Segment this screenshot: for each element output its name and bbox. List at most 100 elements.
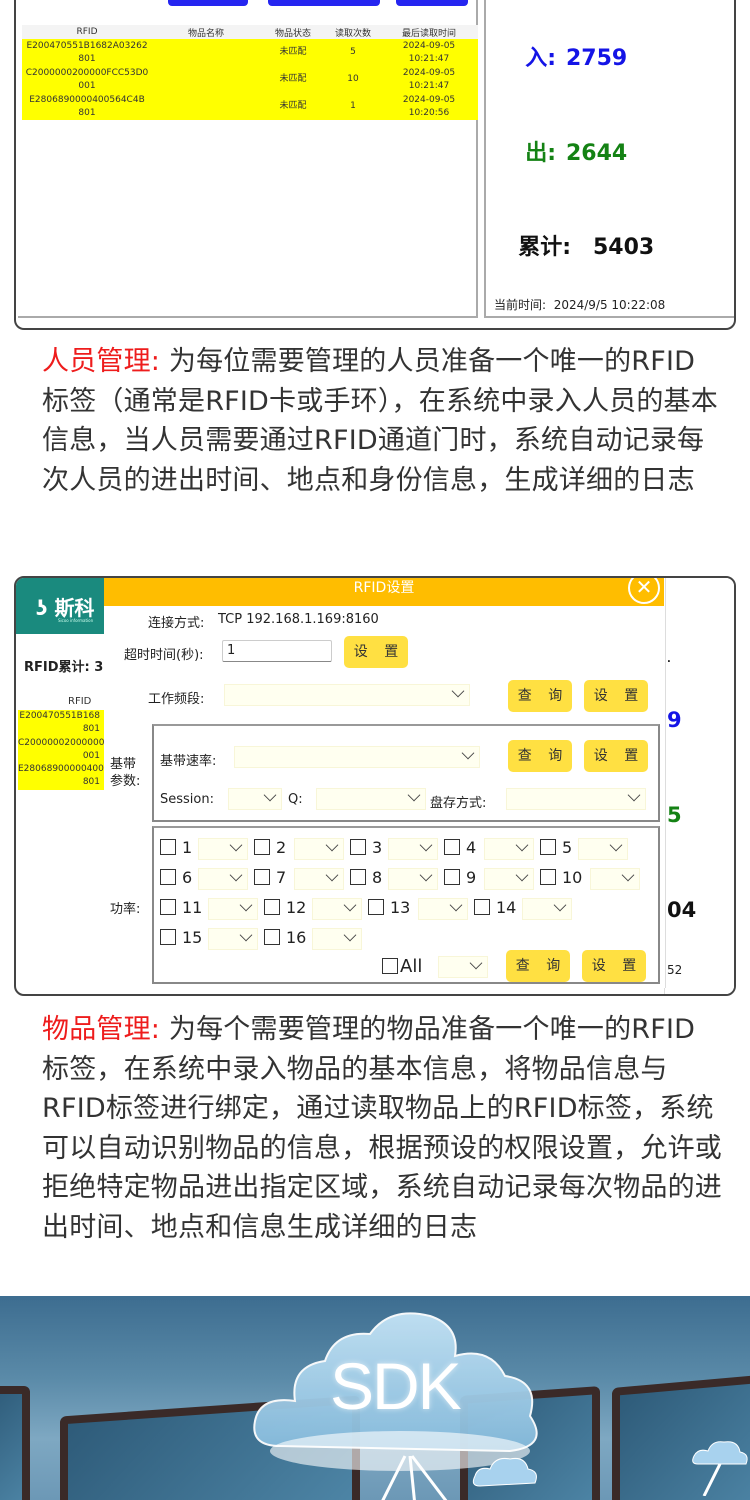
col-header-item-name[interactable]: 物品名称 bbox=[152, 25, 260, 39]
antenna-5-checkbox[interactable]: 5 bbox=[540, 838, 572, 857]
antenna-13-power-select[interactable] bbox=[418, 898, 468, 920]
antenna-all-checkbox[interactable]: All bbox=[382, 956, 422, 977]
rfid-settings-button[interactable]: RFID设置 bbox=[168, 0, 248, 6]
checkbox-icon bbox=[540, 839, 556, 855]
people-management-heading: 人员管理: bbox=[42, 346, 161, 377]
dialog-title: RFID设置 bbox=[353, 580, 415, 596]
chevron-down-icon bbox=[263, 788, 277, 802]
rfid-row-text: E28068900000400 bbox=[18, 764, 104, 775]
antenna-7-power-select[interactable] bbox=[294, 868, 344, 890]
antenna-1-power-select[interactable] bbox=[198, 838, 248, 860]
checkbox-icon bbox=[264, 929, 280, 945]
baseband-query-button[interactable]: 查 询 bbox=[508, 740, 572, 772]
antenna-2-checkbox[interactable]: 2 bbox=[254, 838, 286, 857]
rfid-settings-screenshot: ʖ 斯科 Sicoo information RFID累计: 3 RFID E2… bbox=[14, 576, 736, 996]
antenna-5-power-select[interactable] bbox=[578, 838, 628, 860]
baseband-rate-select[interactable] bbox=[234, 746, 480, 768]
baseband-group-label: 基带参数: bbox=[110, 757, 141, 789]
antenna-9-checkbox[interactable]: 9 bbox=[444, 868, 476, 887]
antenna-15-power-select[interactable] bbox=[208, 928, 258, 950]
checkbox-icon bbox=[254, 869, 270, 885]
antenna-9-power-select[interactable] bbox=[484, 868, 534, 890]
total-stat: 累计:5403 bbox=[486, 229, 654, 261]
table-header-row: RFID 物品名称 物品状态 读取次数 最后读取时间 bbox=[22, 25, 478, 39]
col-header-rfid[interactable]: RFID bbox=[22, 25, 152, 39]
antenna-11-power-select[interactable] bbox=[208, 898, 258, 920]
item-name-cell bbox=[152, 39, 260, 66]
item-status-cell: 未匹配 bbox=[260, 93, 326, 120]
col-header-read-count[interactable]: 读取次数 bbox=[326, 25, 380, 39]
time-partial: 52 bbox=[667, 963, 683, 977]
checkbox-icon bbox=[264, 899, 280, 915]
rfid-dashboard-screenshot: RFID累计: 3 RFID设置 导入物品信息 清 除 RFID 物品名称 物品… bbox=[14, 0, 736, 330]
checkbox-icon bbox=[474, 899, 490, 915]
band-select[interactable] bbox=[224, 684, 470, 706]
antenna-7-checkbox[interactable]: 7 bbox=[254, 868, 286, 887]
antenna-4-power-select[interactable] bbox=[484, 838, 534, 860]
import-items-button[interactable]: 导入物品信息 bbox=[268, 0, 380, 6]
power-set-button[interactable]: 设 置 bbox=[582, 950, 646, 982]
power-group: 1 2 3 4 5 6 7 8 9 10 11 12 13 bbox=[152, 826, 660, 984]
inventory-mode-select[interactable] bbox=[506, 788, 646, 810]
chevron-down-icon bbox=[229, 868, 243, 882]
chevron-down-icon bbox=[229, 838, 243, 852]
antenna-all-power-select[interactable] bbox=[438, 956, 488, 978]
antenna-12-power-select[interactable] bbox=[312, 898, 362, 920]
item-name-cell bbox=[152, 93, 260, 120]
chevron-down-icon bbox=[515, 868, 529, 882]
q-select[interactable] bbox=[316, 788, 426, 810]
antenna-8-checkbox[interactable]: 8 bbox=[350, 868, 382, 887]
antenna-15-checkbox[interactable]: 15 bbox=[160, 928, 202, 947]
dialog-header: RFID设置 ✕ bbox=[104, 578, 664, 606]
antenna-4-checkbox[interactable]: 4 bbox=[444, 838, 476, 857]
antenna-14-checkbox[interactable]: 14 bbox=[474, 898, 516, 917]
antenna-16-checkbox[interactable]: 16 bbox=[264, 928, 306, 947]
antenna-13-checkbox[interactable]: 13 bbox=[368, 898, 410, 917]
brand-logo: ʖ 斯科 bbox=[36, 596, 95, 620]
clear-button[interactable]: 清 除 bbox=[396, 0, 468, 6]
checkbox-icon bbox=[160, 899, 176, 915]
antenna-8-power-select[interactable] bbox=[388, 868, 438, 890]
antenna-14-power-select[interactable] bbox=[522, 898, 572, 920]
antenna-1-checkbox[interactable]: 1 bbox=[160, 838, 192, 857]
people-management-text: 为每位需要管理的人员准备一个唯一的RFID标签（通常是RFID卡或手环），在系统… bbox=[42, 346, 718, 496]
item-management-heading: 物品管理: bbox=[42, 1014, 161, 1045]
rfid-row-text: 001 bbox=[82, 750, 100, 761]
close-icon[interactable]: ✕ bbox=[628, 578, 660, 604]
out-stat: 出:2644 bbox=[486, 135, 627, 167]
antenna-2-power-select[interactable] bbox=[294, 838, 344, 860]
antenna-10-power-select[interactable] bbox=[590, 868, 640, 890]
antenna-16-power-select[interactable] bbox=[312, 928, 362, 950]
col-header-last-read-time[interactable]: 最后读取时间 bbox=[380, 25, 478, 39]
timeout-set-button[interactable]: 设 置 bbox=[344, 636, 408, 668]
antenna-3-power-select[interactable] bbox=[388, 838, 438, 860]
checkbox-icon bbox=[368, 899, 384, 915]
antenna-3-checkbox[interactable]: 3 bbox=[350, 838, 382, 857]
antenna-6-power-select[interactable] bbox=[198, 868, 248, 890]
baseband-set-button[interactable]: 设 置 bbox=[584, 740, 648, 772]
out-value: 2644 bbox=[566, 141, 628, 166]
antenna-11-checkbox[interactable]: 11 bbox=[160, 898, 202, 917]
band-query-button[interactable]: 查 询 bbox=[508, 680, 572, 712]
rfid-row-text: 801 bbox=[82, 724, 100, 735]
timeout-input[interactable]: 1 bbox=[222, 640, 332, 662]
col-header-item-status[interactable]: 物品状态 bbox=[260, 25, 326, 39]
antenna-12-checkbox[interactable]: 12 bbox=[264, 898, 306, 917]
chevron-down-icon bbox=[419, 838, 433, 852]
session-select[interactable] bbox=[228, 788, 282, 810]
power-query-button[interactable]: 查 询 bbox=[506, 950, 570, 982]
antenna-6-checkbox[interactable]: 6 bbox=[160, 868, 192, 887]
cloud-icon bbox=[253, 1312, 538, 1500]
band-set-button[interactable]: 设 置 bbox=[584, 680, 648, 712]
chevron-down-icon bbox=[515, 838, 529, 852]
chevron-down-icon bbox=[343, 928, 357, 942]
session-label: Session: bbox=[160, 792, 214, 807]
chevron-down-icon bbox=[449, 898, 463, 912]
antenna-10-checkbox[interactable]: 10 bbox=[540, 868, 582, 887]
read-count-cell: 1 bbox=[326, 93, 380, 120]
